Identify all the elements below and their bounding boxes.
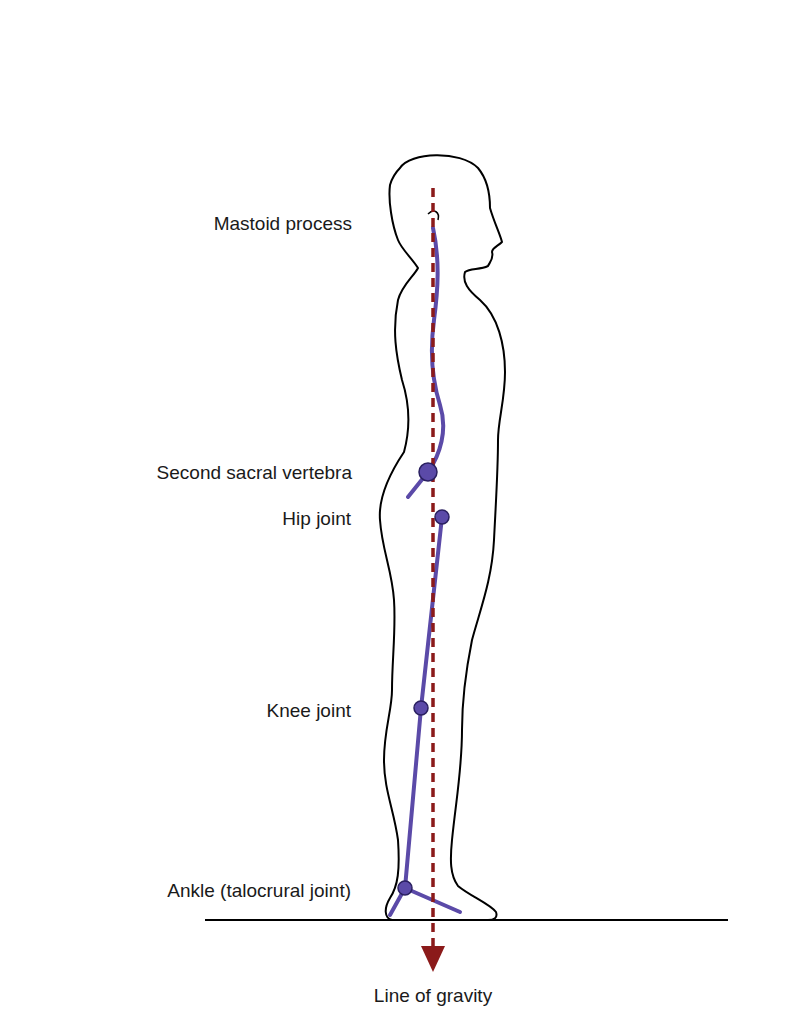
gravity-line bbox=[431, 188, 435, 952]
axis-label: Line of gravity bbox=[374, 985, 492, 1008]
joint-label: Ankle (talocrural joint) bbox=[167, 880, 351, 903]
ankle-joint-dot bbox=[398, 881, 412, 895]
anatomy-label: Mastoid process bbox=[214, 213, 352, 236]
gravity-arrowhead bbox=[421, 946, 445, 972]
knee-joint-dot bbox=[414, 701, 428, 715]
sacral-joint-dot bbox=[419, 463, 437, 481]
leg-line bbox=[405, 517, 442, 888]
joint-label: Knee joint bbox=[266, 700, 351, 723]
joint-label: Hip joint bbox=[282, 508, 351, 531]
spine-curve bbox=[408, 228, 443, 497]
anatomy-label: Second sacral vertebra bbox=[157, 462, 352, 485]
hip-joint-dot bbox=[435, 510, 449, 524]
body-silhouette bbox=[380, 155, 505, 920]
